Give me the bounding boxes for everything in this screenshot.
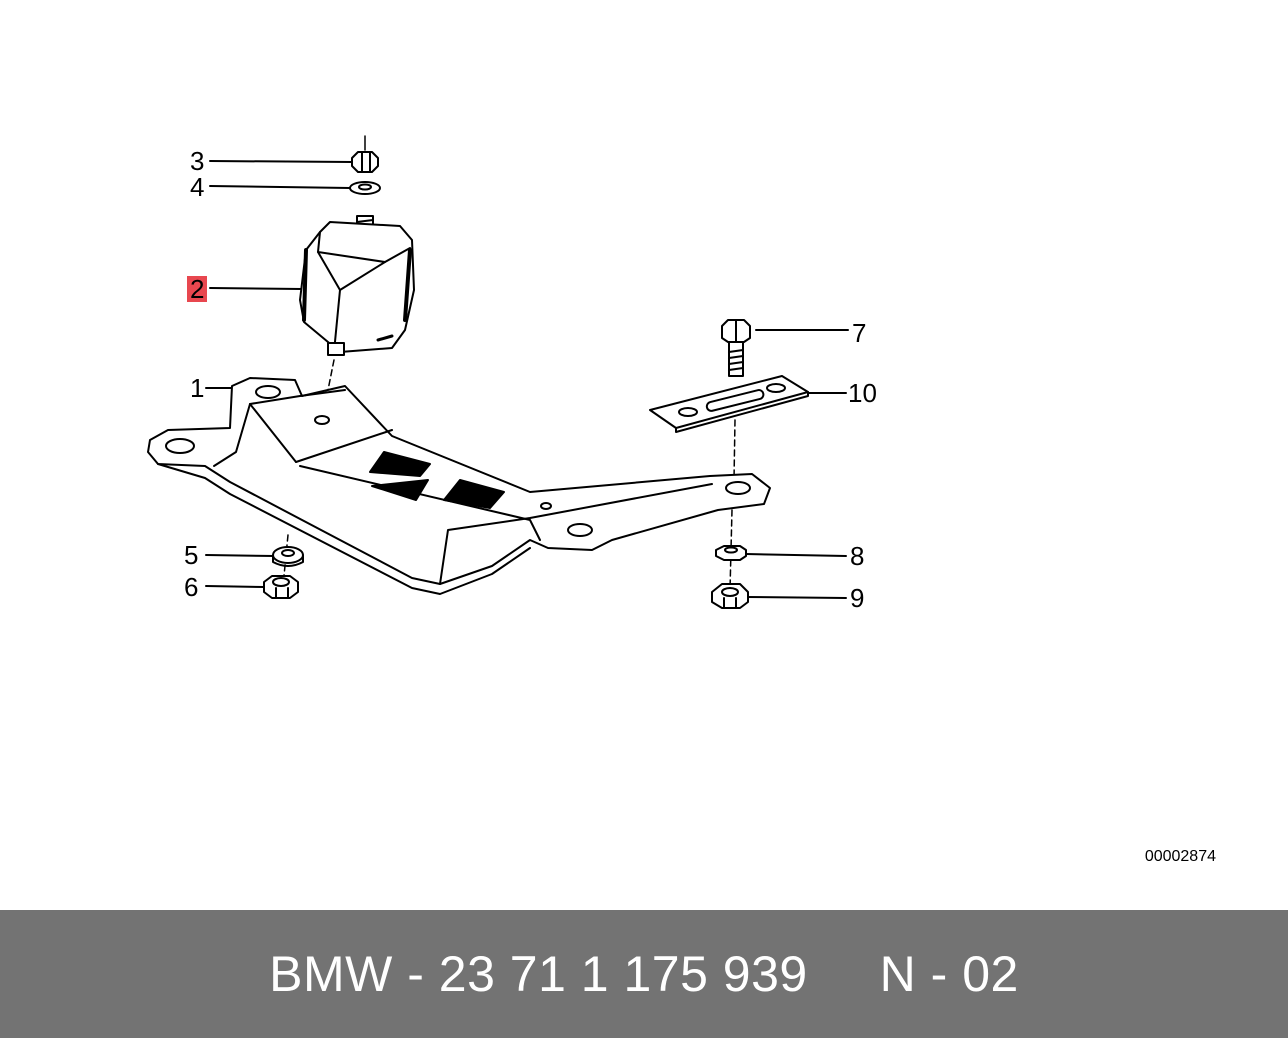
- assembly-axis-bolt: [733, 419, 736, 481]
- leader-line-4: [209, 185, 351, 189]
- callout-3[interactable]: 3: [190, 146, 205, 176]
- leader-line-5: [205, 554, 275, 557]
- rubber-mount-part-2: [299, 215, 415, 356]
- callout-4[interactable]: 4: [190, 172, 205, 202]
- callout-1[interactable]: 1: [190, 373, 205, 403]
- washer-part-5: [272, 546, 304, 567]
- callout-9[interactable]: 9: [850, 583, 865, 613]
- washer-part-4: [349, 181, 381, 195]
- drawing-number: 00002874: [1144, 848, 1216, 865]
- nut-part-3: [351, 151, 379, 173]
- leader-line-8: [745, 553, 847, 557]
- leader-line-3: [209, 160, 353, 163]
- callout-2[interactable]: 2: [187, 276, 208, 302]
- crossmember-part-1: [147, 377, 771, 595]
- leader-line-9: [745, 596, 847, 599]
- nut-part-6: [263, 575, 299, 599]
- callout-7[interactable]: 7: [852, 318, 867, 348]
- plate-part-10: [649, 375, 809, 433]
- part-number-text: BMW - 23 71 1 175 939 N - 02: [269, 946, 1019, 1002]
- parts-diagram: [147, 135, 849, 609]
- callout-5[interactable]: 5: [184, 540, 199, 570]
- nut-part-9: [711, 583, 749, 609]
- callout-10[interactable]: 10: [848, 378, 877, 408]
- footer-bar: BMW - 23 71 1 175 939 N - 02: [0, 910, 1288, 1038]
- callout-8[interactable]: 8: [850, 541, 865, 571]
- washer-part-8: [715, 545, 747, 561]
- bolt-part-7: [721, 319, 751, 377]
- callout-6[interactable]: 6: [184, 572, 199, 602]
- leader-line-6: [205, 585, 265, 588]
- leader-line-2: [209, 287, 303, 290]
